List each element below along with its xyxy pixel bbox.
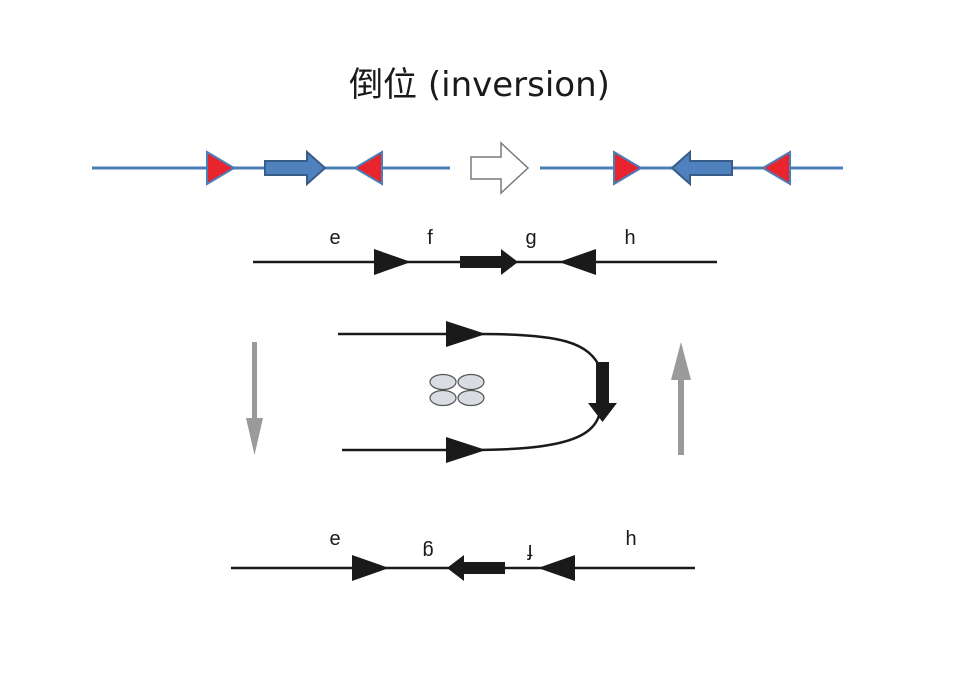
slide-title: 倒位 (inversion) — [349, 65, 610, 105]
site-arrowhead-left — [559, 249, 596, 275]
label-e: e — [329, 528, 340, 550]
site-arrowhead-lower — [446, 437, 486, 463]
label-h: h — [624, 227, 635, 249]
site-arrowhead-left — [538, 555, 575, 581]
recombination-site-right — [206, 150, 236, 186]
gene-block-arrow-right — [460, 249, 518, 275]
after-inversion: e g f h — [231, 528, 695, 581]
recombination-site-left — [761, 150, 791, 186]
label-g: g — [525, 227, 536, 249]
gray-up-arrow-icon — [671, 342, 691, 455]
recombination-intermediate — [246, 321, 691, 463]
label-e: e — [329, 227, 340, 249]
label-h: h — [625, 528, 636, 550]
gray-down-arrow-icon — [246, 342, 263, 455]
site-arrowhead-upper — [446, 321, 486, 347]
gene-arrow-forward — [264, 149, 327, 187]
recombination-site-left — [353, 150, 383, 186]
label-g-inverted: g — [422, 540, 433, 562]
before-inversion: e f g h — [253, 227, 717, 275]
gene-arrow-reverse — [670, 149, 733, 187]
site-arrowhead-right — [352, 555, 389, 581]
label-f: f — [427, 227, 433, 249]
site-arrowhead-right — [374, 249, 411, 275]
recombination-site-right — [613, 150, 643, 186]
schematic-after — [540, 149, 843, 187]
hollow-right-arrow-icon — [470, 141, 530, 195]
gene-block-arrow-left — [447, 555, 505, 581]
schematic-before — [92, 149, 450, 187]
gene-block-arrow-down — [588, 362, 617, 422]
recombinase-complex-icon — [429, 373, 485, 407]
label-f-inverted: f — [527, 540, 533, 562]
